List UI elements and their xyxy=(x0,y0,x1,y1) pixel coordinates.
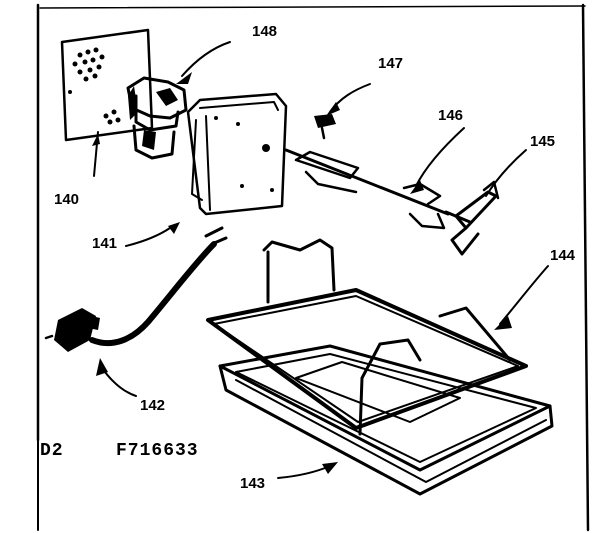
callout-148: 148 xyxy=(252,23,277,40)
callout-147: 147 xyxy=(378,55,403,72)
diagram-footer: D2 F716633 xyxy=(40,441,199,461)
model-code: F716633 xyxy=(116,441,199,461)
spit-rod-illustration xyxy=(284,127,465,230)
spit-handle-illustration xyxy=(444,149,527,256)
diagram-id: D2 xyxy=(40,441,64,461)
callout-141: 141 xyxy=(92,235,117,252)
drip-pan-illustration xyxy=(218,344,554,496)
callout-144: 144 xyxy=(550,247,576,264)
rotisserie-motor-illustration xyxy=(125,92,288,247)
callout-146: 146 xyxy=(438,107,463,124)
callout-145: 145 xyxy=(530,133,555,150)
knob-screw-illustration xyxy=(314,83,371,140)
bracket-clip-illustration xyxy=(126,41,231,160)
callout-143: 143 xyxy=(240,475,265,492)
callout-labels: 148 147 146 145 140 141 144 142 143 xyxy=(54,23,576,492)
callout-140: 140 xyxy=(54,191,79,208)
page-frame xyxy=(36,3,590,532)
callout-142: 142 xyxy=(140,397,165,414)
heat-shield-plate-illustration xyxy=(60,28,154,177)
wire-rack-illustration xyxy=(206,238,549,436)
power-cord-illustration xyxy=(44,226,228,397)
